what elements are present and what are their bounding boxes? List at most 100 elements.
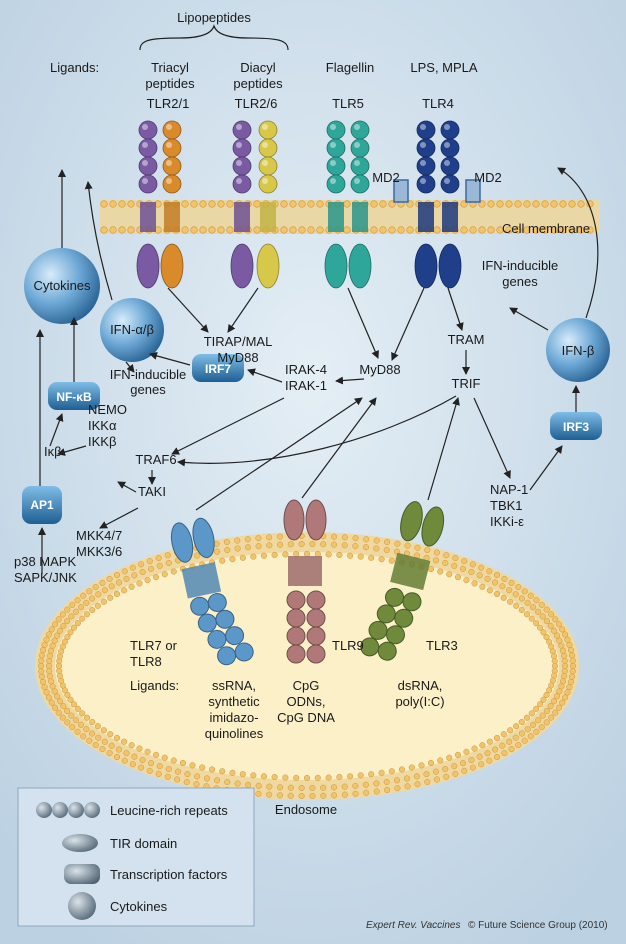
tlr9-tm — [288, 556, 322, 586]
leucine-rich-repeat — [138, 156, 158, 176]
legend-cytokine-icon — [68, 892, 96, 920]
leucine-rich-repeat-highlight — [236, 142, 242, 148]
ikkb-label: IKKβ — [88, 434, 116, 449]
leucine-rich-repeat — [416, 120, 436, 140]
ap1-label: AP1 — [30, 498, 54, 512]
tbk1-label: TBK1 — [490, 498, 523, 513]
leucine-rich-repeat — [350, 120, 370, 140]
leucine-rich-repeat-highlight — [142, 124, 148, 130]
ikki-label: IKKi-ε — [490, 514, 524, 529]
leucine-rich-repeat — [326, 156, 346, 176]
tlr5-b-tir-domain — [348, 243, 372, 289]
leucine-rich-repeat-highlight — [354, 124, 360, 130]
tlr7-tir-domain — [170, 522, 194, 563]
tlr9-leucine-rich-repeat — [286, 626, 306, 646]
cpg-label-1: CpG — [293, 678, 320, 693]
leucine-rich-repeat — [350, 156, 370, 176]
leucine-rich-repeat-highlight — [236, 160, 242, 166]
tlr2-b-tm — [234, 202, 250, 232]
tlr2-a-lrr-chain — [162, 120, 182, 194]
tlr4-a-lrr-chain — [416, 120, 436, 194]
legend-tir-label: TIR domain — [110, 836, 177, 851]
mkk36-label: MKK3/6 — [76, 544, 122, 559]
nap1-label: NAP-1 — [490, 482, 528, 497]
leucine-rich-repeat — [326, 174, 346, 194]
tlr7-leucine-rich-repeat — [225, 626, 245, 646]
cpg-label-3: CpG DNA — [277, 710, 335, 725]
legend-lrr-icon — [36, 802, 100, 818]
tlr2-a-tir-domain — [160, 243, 184, 289]
tlr3-label: TLR3 — [426, 638, 458, 653]
leucine-rich-repeat — [440, 138, 460, 158]
sapk-label: SAPK/JNK — [14, 570, 77, 585]
traf6-label: TRAF6 — [135, 452, 176, 467]
leucine-rich-repeat-highlight — [166, 124, 172, 130]
tlr3-leucine-rich-repeat — [394, 608, 414, 628]
tlr9-leucine-rich-repeat — [306, 590, 326, 610]
credit-journal: Expert Rev. Vaccines — [366, 920, 460, 931]
leucine-rich-repeat — [416, 138, 436, 158]
leucine-rich-repeat-highlight — [330, 142, 336, 148]
ifn-inducible-left-2: genes — [130, 382, 166, 397]
leucine-rich-repeat — [350, 174, 370, 194]
tlr7-receptor — [170, 517, 254, 666]
flagellin-label: Flagellin — [326, 60, 374, 75]
leucine-rich-repeat-highlight — [420, 142, 426, 148]
irak4-label: IRAK-4 — [285, 362, 327, 377]
dsrna-label-2: poly(I:C) — [395, 694, 444, 709]
tlr5-a-tm — [328, 202, 344, 232]
tlr2-b-tir-domain — [230, 243, 254, 289]
leucine-rich-repeat — [138, 174, 158, 194]
myd88-label: MyD88 — [359, 362, 400, 377]
leucine-rich-repeat — [138, 138, 158, 158]
leucine-rich-repeat — [440, 156, 460, 176]
tlr4-label: TLR4 — [422, 96, 454, 111]
nfkb-node: NF-κB — [48, 382, 100, 410]
leucine-rich-repeat-highlight — [142, 178, 148, 184]
ifn-inducible-right-1: IFN-inducible — [482, 258, 559, 273]
diacyl-label-2: peptides — [233, 76, 283, 91]
leucine-rich-repeat — [232, 120, 252, 140]
tlr3-leucine-rich-repeat — [377, 641, 397, 661]
surface-receptors — [136, 120, 462, 289]
tlr5-a-tir-domain — [324, 243, 348, 289]
tlr78-label-2: TLR8 — [130, 654, 162, 669]
leucine-rich-repeat — [326, 120, 346, 140]
triacyl-label: Triacyl — [151, 60, 189, 75]
leucine-rich-repeat-highlight — [354, 178, 360, 184]
ssrna-label-3: imidazo- — [209, 710, 258, 725]
leucine-rich-repeat — [258, 138, 278, 158]
taki-label: TAKI — [138, 484, 166, 499]
leucine-rich-repeat-highlight — [236, 124, 242, 130]
nfkb-label: NF-κB — [56, 390, 92, 404]
p38-label: p38 MAPK — [14, 554, 76, 569]
dsrna-label-1: dsRNA, — [398, 678, 443, 693]
tlr6-tm — [260, 202, 276, 232]
legend-tf-icon — [64, 864, 100, 884]
leucine-rich-repeat-highlight — [166, 142, 172, 148]
legend-lrr-label: Leucine-rich repeats — [110, 803, 228, 818]
irf3-node: IRF3 — [550, 412, 602, 440]
tlr5-b-tm — [352, 202, 368, 232]
tlr4-b-tm — [442, 202, 458, 232]
tlr9-leucine-rich-repeat — [286, 644, 306, 664]
leucine-rich-repeat-highlight — [444, 178, 450, 184]
legend-tf-label: Transcription factors — [110, 867, 228, 882]
cpg-label-2: ODNs, — [287, 694, 326, 709]
tlr6-tir-domain — [256, 243, 280, 289]
lipopeptides-label: Lipopeptides — [177, 10, 251, 25]
legend-cyto-label: Cytokines — [110, 899, 168, 914]
leucine-rich-repeat-highlight — [262, 178, 268, 184]
ifn-alpha-beta-label: IFN-α/β — [110, 322, 154, 337]
tram-label: TRAM — [448, 332, 485, 347]
leucine-rich-repeat-highlight — [236, 178, 242, 184]
tlr9-tir-domain — [305, 499, 327, 541]
tlr5-a-lrr-chain — [326, 120, 346, 194]
lps-label: LPS, MPLA — [410, 60, 478, 75]
ligands-label-top: Ligands: — [50, 60, 99, 75]
ikb-label: Iκβ — [44, 444, 62, 459]
leucine-rich-repeat-highlight — [330, 178, 336, 184]
tlr3-tir-domain — [400, 501, 423, 542]
legend: Leucine-rich repeats TIR domain Transcri… — [17, 787, 255, 927]
leucine-rich-repeat — [258, 156, 278, 176]
